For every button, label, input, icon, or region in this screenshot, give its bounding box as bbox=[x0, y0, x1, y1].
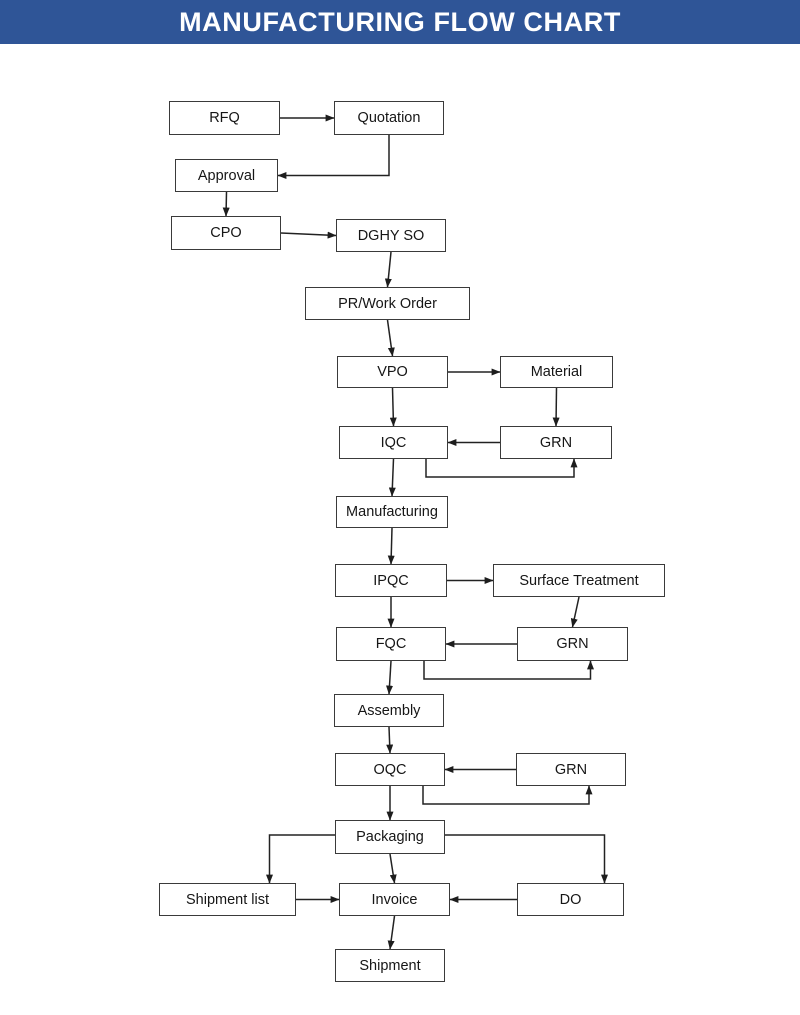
e-quotation-approval bbox=[277, 135, 390, 179]
flow-node-cpo[interactable]: CPO bbox=[171, 216, 281, 250]
flow-node-ipqc[interactable]: IPQC bbox=[335, 564, 447, 597]
e-material-grn bbox=[552, 387, 560, 427]
flow-node-label: Packaging bbox=[356, 829, 424, 845]
flow-node-do[interactable]: DO bbox=[517, 883, 624, 916]
flow-node-invoice[interactable]: Invoice bbox=[339, 883, 450, 916]
flow-node-label: Material bbox=[530, 364, 583, 380]
flow-node-material[interactable]: Material bbox=[500, 356, 613, 388]
flow-node-label: Shipment bbox=[359, 957, 421, 974]
flow-node-label: FQC bbox=[375, 636, 407, 652]
flow-node-grn_oqc[interactable]: GRN bbox=[516, 753, 626, 786]
e-surface-grn bbox=[570, 596, 580, 628]
e-iqc-manufacturing bbox=[388, 458, 396, 497]
flow-node-label: IPQC bbox=[373, 572, 409, 589]
flow-node-label: RFQ bbox=[209, 110, 240, 126]
page-header-banner: MANUFACTURING FLOW CHART bbox=[0, 0, 800, 44]
flow-node-quotation[interactable]: Quotation bbox=[334, 101, 444, 135]
e-oqc-grn-feedback bbox=[422, 785, 593, 805]
flow-node-label: Shipment list bbox=[185, 891, 269, 908]
e-vpo-iqc bbox=[389, 387, 397, 427]
flow-node-approval[interactable]: Approval bbox=[175, 159, 278, 192]
e-fqc-grn-feedback bbox=[423, 660, 594, 680]
page-title: MANUFACTURING FLOW CHART bbox=[179, 6, 621, 37]
flow-node-pr_work_order[interactable]: PR/Work Order bbox=[305, 287, 470, 320]
flow-node-label: VPO bbox=[377, 364, 408, 380]
flow-node-label: Assembly bbox=[357, 702, 421, 719]
flow-node-label: Approval bbox=[197, 167, 256, 184]
e-packaging-shipmentlist bbox=[266, 834, 335, 884]
e-cpo-dghyso bbox=[280, 231, 337, 239]
e-packaging-invoice bbox=[389, 853, 397, 884]
flow-node-label: OQC bbox=[373, 761, 407, 778]
flow-node-label: Invoice bbox=[371, 891, 418, 908]
e-iqc-grn-feedback bbox=[425, 458, 578, 478]
flow-node-label: GRN bbox=[539, 434, 573, 451]
e-approval-cpo bbox=[222, 191, 230, 217]
flow-node-manufacturing[interactable]: Manufacturing bbox=[336, 496, 448, 528]
connector-layer bbox=[222, 114, 608, 950]
flow-node-label: DGHY SO bbox=[357, 227, 425, 244]
flow-node-label: Surface Treatment bbox=[519, 572, 639, 589]
flow-node-rfq[interactable]: RFQ bbox=[169, 101, 280, 135]
flow-node-label: CPO bbox=[210, 225, 242, 241]
e-invoice-shipment bbox=[387, 915, 396, 950]
flow-node-iqc[interactable]: IQC bbox=[339, 426, 448, 459]
flow-node-packaging[interactable]: Packaging bbox=[335, 820, 445, 854]
flow-node-grn_fqc[interactable]: GRN bbox=[517, 627, 628, 661]
e-manufacturing-ipqc bbox=[387, 527, 395, 565]
flow-node-label: IQC bbox=[380, 434, 407, 451]
flow-node-shipment_list[interactable]: Shipment list bbox=[159, 883, 296, 916]
flow-node-assembly[interactable]: Assembly bbox=[334, 694, 444, 727]
flow-node-oqc[interactable]: OQC bbox=[335, 753, 445, 786]
flow-node-label: Manufacturing bbox=[346, 504, 438, 520]
e-pr-vpo bbox=[386, 319, 395, 357]
flow-node-grn_iqc[interactable]: GRN bbox=[500, 426, 612, 459]
e-dghyso-pr bbox=[384, 251, 392, 288]
flow-node-vpo[interactable]: VPO bbox=[337, 356, 448, 388]
e-packaging-do bbox=[445, 834, 608, 884]
flow-node-label: DO bbox=[559, 891, 582, 908]
flow-node-label: GRN bbox=[554, 761, 588, 778]
e-fqc-assembly bbox=[386, 660, 394, 695]
flow-node-fqc[interactable]: FQC bbox=[336, 627, 446, 661]
flow-node-label: GRN bbox=[556, 636, 589, 652]
flow-node-dghy_so[interactable]: DGHY SO bbox=[336, 219, 446, 252]
flow-node-surface_treatment[interactable]: Surface Treatment bbox=[493, 564, 665, 597]
flow-node-label: PR/Work Order bbox=[338, 295, 437, 312]
flow-node-label: Quotation bbox=[357, 110, 421, 126]
e-assembly-oqc bbox=[386, 726, 394, 754]
flow-node-shipment[interactable]: Shipment bbox=[335, 949, 445, 982]
